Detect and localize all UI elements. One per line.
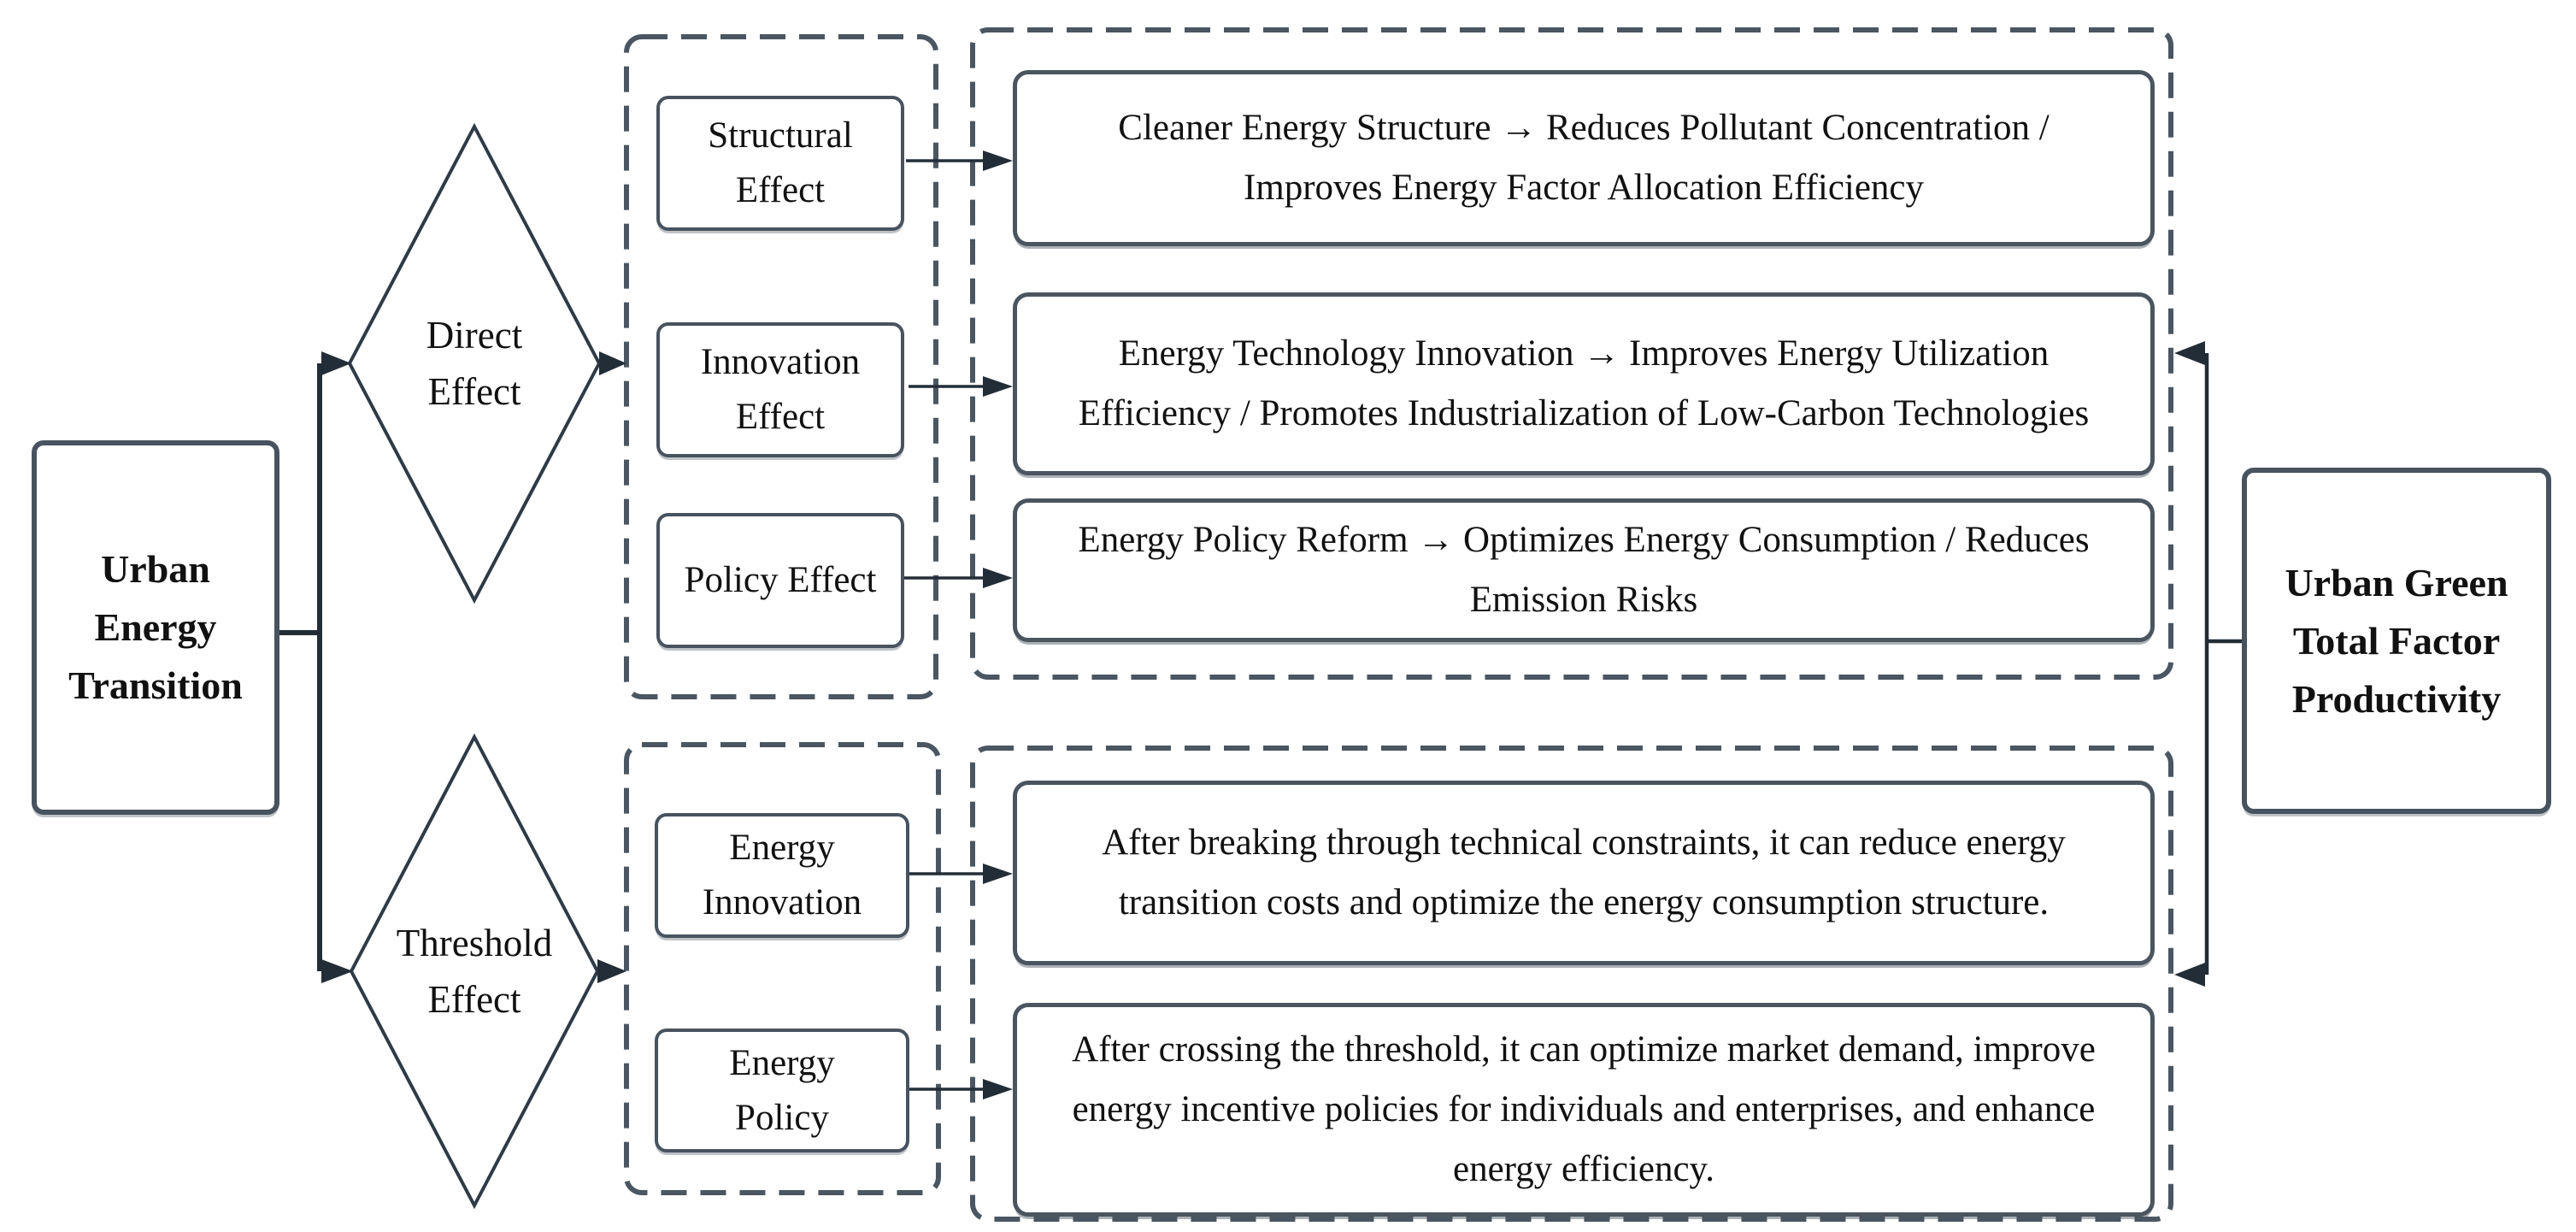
arrowhead-to-threshold-descriptions <box>2174 963 2205 987</box>
node-energy-innovation: Energy Innovation <box>655 813 909 938</box>
description-structural-effect: Cleaner Energy Structure → Reduces Pollu… <box>1013 70 2155 246</box>
node-urban-energy-transition: Urban Energy Transition <box>32 440 279 815</box>
description-policy-effect: Energy Policy Reform → Optimizes Energy … <box>1013 498 2155 642</box>
dashed-group-direct-mechanisms <box>624 34 938 699</box>
arrowhead-energy-innovation <box>983 864 1013 884</box>
description-innovation-effect: Energy Technology Innovation → Improves … <box>1013 292 2155 475</box>
arrowhead-structural-effect <box>983 150 1013 171</box>
arrowhead-energy-policy <box>983 1079 1013 1099</box>
diamond-direct-effect-label: Direct Effect <box>426 314 523 413</box>
arrowhead-to-direct-descriptions <box>2174 341 2205 365</box>
diamond-threshold-effect-label: Threshold Effect <box>396 922 553 1021</box>
dashed-group-threshold-mechanisms <box>624 742 941 1195</box>
arrowhead-into-direct-diamond <box>321 351 351 375</box>
node-energy-policy: Energy Policy <box>655 1029 909 1152</box>
node-policy-effect: Policy Effect <box>656 513 904 648</box>
node-urban-green-total-factor-productivity: Urban Green Total Factor Productivity <box>2242 468 2551 814</box>
arrowhead-direct-to-group <box>599 351 626 375</box>
dashed-group-threshold-descriptions <box>970 746 2173 1222</box>
arrowhead-threshold-to-group <box>597 959 626 983</box>
description-energy-policy: After crossing the threshold, it can opt… <box>1013 1003 2155 1217</box>
arrowhead-policy-effect <box>983 568 1013 588</box>
node-innovation-effect: Innovation Effect <box>656 322 904 457</box>
diamond-threshold-effect-shape <box>349 733 600 1210</box>
diamond-direct-effect-shape <box>347 122 602 604</box>
node-structural-effect: Structural Effect <box>656 96 904 231</box>
dashed-group-direct-descriptions <box>970 27 2173 680</box>
description-energy-innovation: After breaking through technical constra… <box>1013 781 2155 965</box>
arrowhead-innovation-effect <box>983 376 1013 397</box>
arrowhead-into-threshold-diamond <box>321 959 353 983</box>
